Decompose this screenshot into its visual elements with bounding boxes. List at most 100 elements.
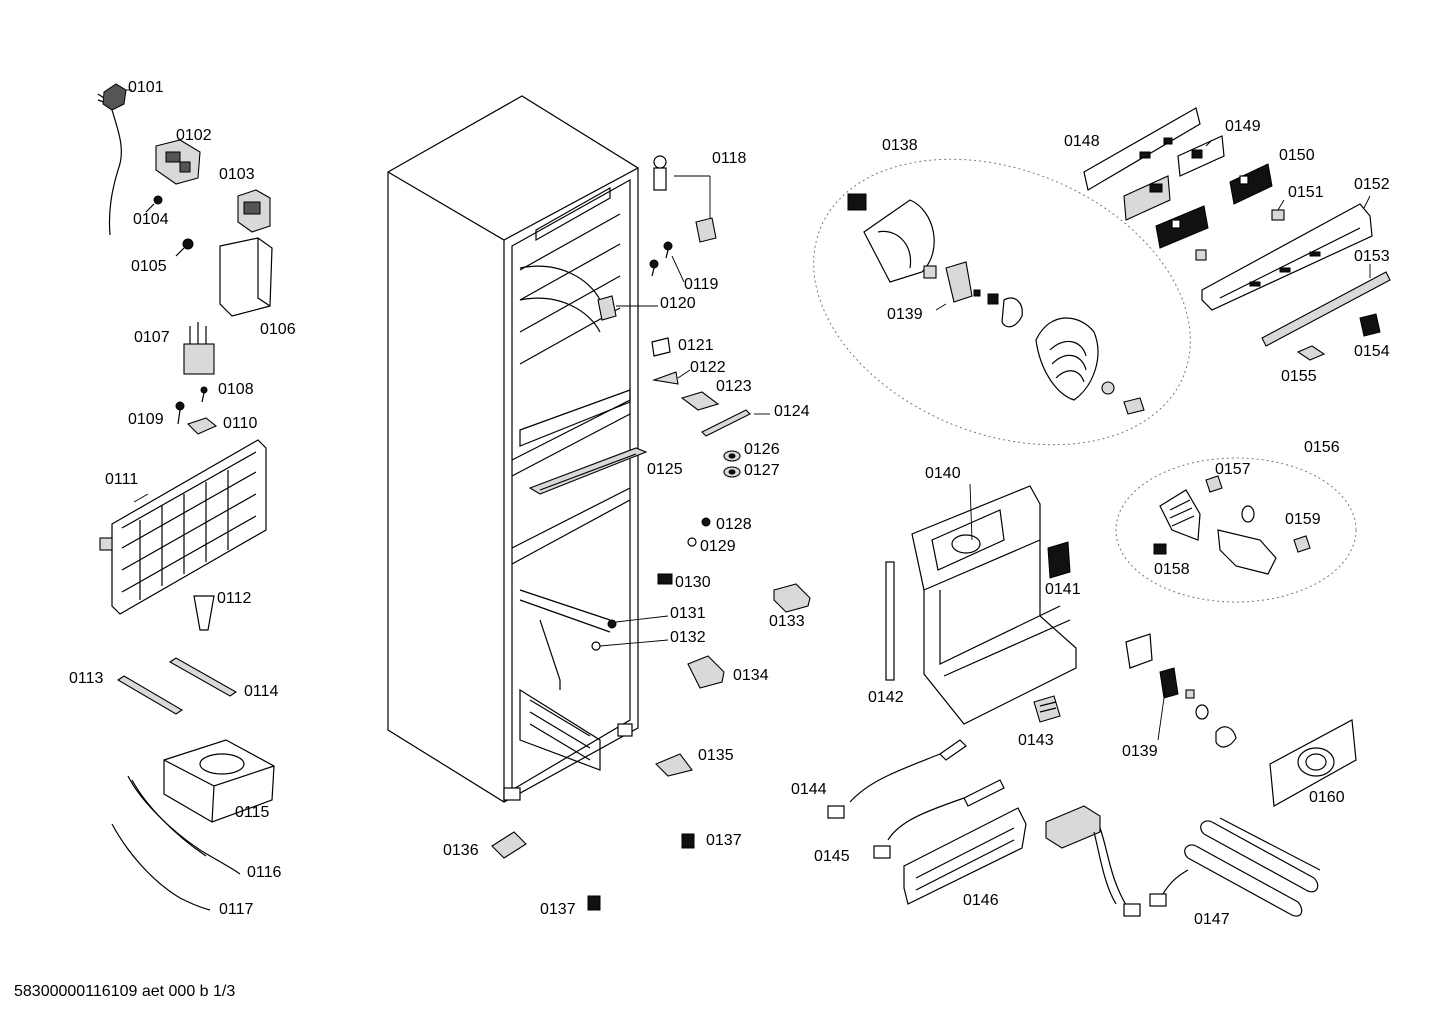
part-0129-ring xyxy=(687,537,697,547)
part-label: 0141 xyxy=(1045,581,1081,598)
part-0106-cover xyxy=(219,237,273,317)
part-0140-evaporator-cover xyxy=(911,485,1077,725)
part-label: 0101 xyxy=(128,79,164,96)
part-label: 0122 xyxy=(690,359,726,376)
part-label: 0130 xyxy=(675,574,711,591)
part-0101-power-plug xyxy=(97,83,127,236)
part-0134-hinge xyxy=(687,655,725,689)
part-0151-key xyxy=(1195,209,1285,261)
part-label: 0128 xyxy=(716,516,752,533)
part-label: 0151 xyxy=(1288,184,1324,201)
part-0108-screw xyxy=(200,386,208,403)
part-0123-plate xyxy=(680,391,720,411)
part-0145-sensor xyxy=(873,779,1005,859)
part-0124-rail xyxy=(701,409,770,437)
part-label: 0147 xyxy=(1194,911,1230,928)
part-label: 0124 xyxy=(774,403,810,420)
part-0104-screw xyxy=(145,195,163,213)
part-0144-sensor xyxy=(827,739,967,819)
part-label: 0116 xyxy=(247,864,282,881)
part-0155-plate xyxy=(1296,345,1326,361)
part-0119-screw-bracket xyxy=(649,217,717,283)
part-label: 0127 xyxy=(744,462,780,479)
part-label: 0104 xyxy=(133,211,169,228)
part-label: 0136 xyxy=(443,842,479,859)
part-0120-bracket xyxy=(597,295,658,321)
part-0111-condenser-grille xyxy=(99,439,267,615)
leader-0151 xyxy=(1277,199,1285,211)
part-0109-screw xyxy=(175,401,185,425)
part-0130-clip xyxy=(657,573,673,585)
part-label: 0102 xyxy=(176,127,212,144)
part-label: 0137 xyxy=(540,901,576,918)
leader-0139-upper xyxy=(935,303,947,311)
part-label: 0121 xyxy=(678,337,714,354)
group-0156-outline xyxy=(1115,457,1357,603)
part-label: 0157 xyxy=(1215,461,1251,478)
part-0114-strip xyxy=(168,657,238,697)
part-0154-switch xyxy=(1359,313,1381,337)
part-label: 0134 xyxy=(733,667,769,684)
part-0156-light-assembly xyxy=(1153,475,1311,575)
part-label: 0131 xyxy=(670,605,706,622)
part-0148-housing xyxy=(1123,175,1171,221)
document-id: 58300000116109 aet 000 b 1/3 xyxy=(14,983,236,1000)
part-label: 0139 xyxy=(887,306,923,323)
part-refrigerator-cabinet xyxy=(387,95,639,803)
part-label: 0146 xyxy=(963,892,999,909)
part-label: 0138 xyxy=(882,137,918,154)
part-0137-foot-b xyxy=(587,895,601,911)
part-label: 0139 xyxy=(1122,743,1158,760)
part-0153-strip xyxy=(1261,271,1391,347)
part-0141-sticker xyxy=(1047,541,1071,579)
part-label: 0126 xyxy=(744,441,780,458)
part-0121-clip xyxy=(651,337,671,357)
leader-0149 xyxy=(1205,139,1213,147)
part-label: 0152 xyxy=(1354,176,1390,193)
part-label: 0110 xyxy=(223,415,258,432)
part-label: 0119 xyxy=(684,276,719,293)
part-label: 0155 xyxy=(1281,368,1317,385)
part-label: 0117 xyxy=(219,901,254,918)
part-label: 0123 xyxy=(716,378,752,395)
part-label: 0109 xyxy=(128,411,164,428)
part-label: 0140 xyxy=(925,465,961,482)
part-0103-relay xyxy=(237,189,271,233)
part-0149-module xyxy=(1177,135,1225,177)
part-0110-plate xyxy=(186,417,218,435)
part-label: 0120 xyxy=(660,295,696,312)
part-0160-fan-cover xyxy=(1269,719,1357,807)
leader-0152 xyxy=(1363,195,1371,209)
part-label: 0114 xyxy=(244,683,279,700)
part-label: 0156 xyxy=(1304,439,1340,456)
part-label: 0106 xyxy=(260,321,296,338)
part-label: 0150 xyxy=(1279,147,1315,164)
part-0143-heater-clip xyxy=(1033,695,1061,723)
part-label: 0107 xyxy=(134,329,170,346)
part-label: 0118 xyxy=(712,150,747,167)
part-0112-foot xyxy=(193,595,215,631)
part-label: 0160 xyxy=(1309,789,1345,806)
part-0131-screw xyxy=(607,615,669,629)
part-0146-heater xyxy=(903,805,1141,917)
part-0102-bracket xyxy=(155,139,201,185)
part-0113-strip xyxy=(116,675,184,715)
part-0107-thermostat xyxy=(183,322,215,375)
part-label: 0158 xyxy=(1154,561,1190,578)
part-label: 0159 xyxy=(1285,511,1321,528)
part-0127-washer xyxy=(723,466,741,478)
part-label: 0129 xyxy=(700,538,736,555)
part-0138-fan-assembly xyxy=(847,193,1145,415)
part-label: 0115 xyxy=(235,804,270,821)
leader-0140 xyxy=(969,483,973,541)
part-0147-evaporator-heater xyxy=(1149,817,1321,917)
part-label: 0108 xyxy=(218,381,254,398)
part-0128-screw xyxy=(701,517,711,527)
part-0116-cable xyxy=(127,775,241,875)
part-label: 0135 xyxy=(698,747,734,764)
part-0132-ring xyxy=(591,639,669,651)
part-label: 0113 xyxy=(69,670,104,687)
part-0105-screw xyxy=(175,238,194,257)
